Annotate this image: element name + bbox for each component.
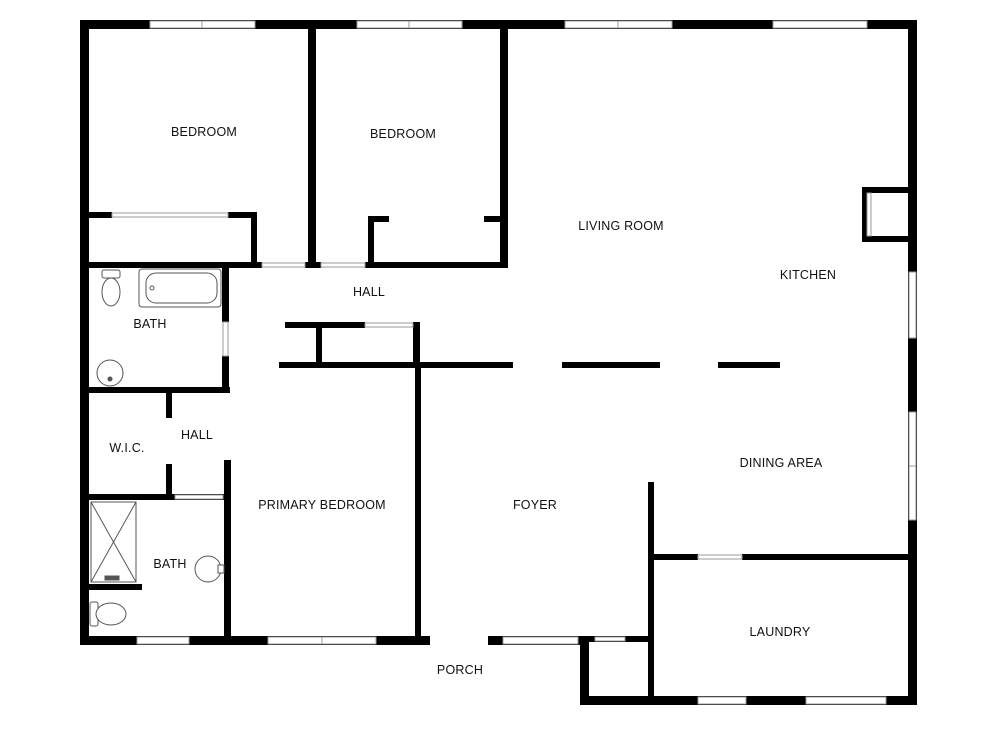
room-label-laundry: LAUNDRY — [750, 625, 811, 639]
room-label-bedroom-1: BEDROOM — [171, 125, 237, 139]
room-label-hall-upper: HALL — [353, 285, 385, 299]
interior-openings — [111, 192, 872, 642]
room-label-wic: W.I.C. — [109, 441, 144, 455]
room-label-bedroom-2: BEDROOM — [370, 127, 436, 141]
room-label-porch: PORCH — [437, 663, 483, 677]
room-label-bath-lower: BATH — [153, 557, 186, 571]
room-label-bath-upper: BATH — [133, 317, 166, 331]
sink-icon — [96, 359, 124, 387]
interior-walls — [80, 20, 917, 704]
shower-icon — [90, 501, 137, 583]
sink-icon — [194, 555, 225, 583]
windows — [136, 20, 917, 705]
room-label-living-room: LIVING ROOM — [578, 219, 664, 233]
toilet-icon — [101, 269, 121, 307]
room-labels: BEDROOM BEDROOM LIVING ROOM KITCHEN HALL… — [109, 125, 836, 677]
room-label-foyer: FOYER — [513, 498, 557, 512]
room-label-primary-bedroom: PRIMARY BEDROOM — [258, 498, 386, 512]
door-openings — [430, 636, 488, 645]
toilet-icon — [89, 601, 127, 627]
bathtub-icon — [138, 268, 222, 308]
room-label-hall-lower: HALL — [181, 428, 213, 442]
room-label-dining-area: DINING AREA — [740, 456, 823, 470]
room-label-kitchen: KITCHEN — [780, 268, 836, 282]
